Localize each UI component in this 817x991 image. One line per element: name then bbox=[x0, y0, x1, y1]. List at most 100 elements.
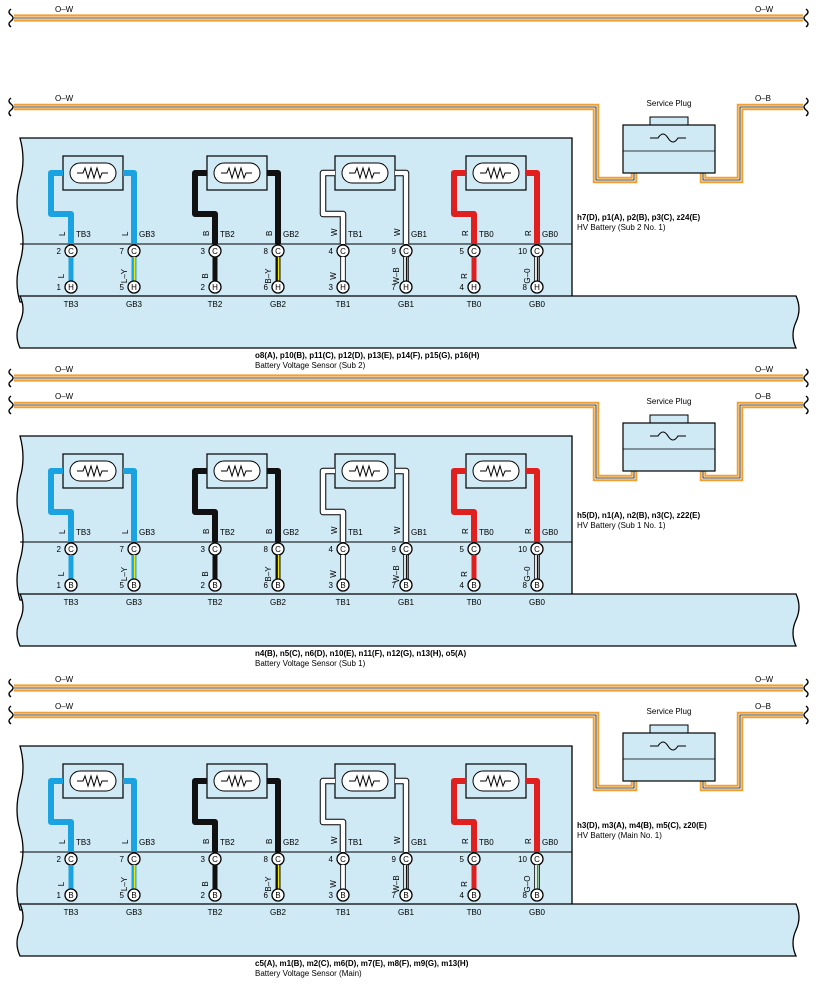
break-mark bbox=[803, 705, 809, 725]
break-mark bbox=[8, 678, 14, 698]
battery-cell-3 bbox=[334, 763, 396, 799]
sensor-terminal-label-TB1: TB1 bbox=[336, 598, 351, 607]
pin-top-GB0: C bbox=[530, 244, 544, 258]
harness-core bbox=[702, 106, 803, 181]
pin-letter: C bbox=[275, 855, 281, 864]
wire-top-label-TB3: L bbox=[58, 839, 67, 844]
battery-wire-GB2 bbox=[267, 778, 281, 852]
wire-top-label-TB1: W bbox=[330, 228, 339, 236]
wire-fill bbox=[123, 170, 137, 244]
harness-outer bbox=[699, 401, 803, 482]
resistor-icon bbox=[221, 774, 252, 788]
pin-circle bbox=[336, 888, 350, 902]
wire-top-label-GB2: B bbox=[265, 231, 274, 236]
pin-circle bbox=[336, 578, 350, 592]
pin-bottom-TB2: B bbox=[208, 888, 222, 902]
battery-cell-3 bbox=[334, 453, 396, 489]
battery-name: HV Battery (Main No. 1) bbox=[577, 831, 662, 840]
terminal-label-TB1: TB1 bbox=[348, 838, 363, 847]
resistor-icon bbox=[221, 464, 252, 478]
pin-circle bbox=[127, 578, 141, 592]
pin-top-GB1: C bbox=[399, 244, 413, 258]
pin-letter: C bbox=[212, 855, 218, 864]
harness-gap bbox=[701, 403, 803, 480]
wire-label-TB3: L bbox=[57, 571, 66, 576]
main-left-label: O–W bbox=[55, 392, 74, 401]
harness-wire-GB1 bbox=[403, 865, 409, 889]
break-mark bbox=[803, 8, 809, 28]
wire-top-label-TB1: W bbox=[330, 526, 339, 534]
pin-letter: C bbox=[131, 545, 137, 554]
pin-circle bbox=[271, 888, 285, 902]
wire-fill bbox=[48, 468, 74, 542]
sensor-terminal-label-TB2: TB2 bbox=[208, 300, 223, 309]
pin-top-number-GB2: 8 bbox=[264, 545, 269, 554]
wire-fill bbox=[123, 468, 137, 542]
wire-top-label-TB0: R bbox=[461, 528, 470, 534]
pin-circle bbox=[127, 280, 141, 294]
voltage-sensor-box bbox=[16, 593, 800, 647]
service-plug-label: Service Plug bbox=[647, 397, 692, 406]
pin-circle bbox=[467, 578, 481, 592]
pin-bottom-number-GB0: 8 bbox=[523, 283, 528, 292]
pin-letter: H bbox=[131, 283, 137, 292]
harness-wire-GB2 bbox=[275, 555, 281, 579]
terminal-label-GB3: GB3 bbox=[139, 230, 156, 239]
harness-gap bbox=[701, 713, 803, 790]
harness-wire-GB0 bbox=[534, 865, 540, 889]
resistor-icon bbox=[349, 166, 380, 180]
wire-top-label-TB2: B bbox=[202, 839, 211, 844]
pin-bottom-GB3: H bbox=[127, 280, 141, 294]
pin-circle bbox=[336, 280, 350, 294]
wire-top-label-TB1: W bbox=[330, 836, 339, 844]
terminal-label-GB1: GB1 bbox=[411, 528, 428, 537]
pin-circle bbox=[208, 578, 222, 592]
wire-top-label-TB0: R bbox=[461, 230, 470, 236]
wire-label-GB1: W–B bbox=[392, 565, 401, 582]
pin-letter: C bbox=[68, 545, 74, 554]
pin-letter: C bbox=[534, 247, 540, 256]
pin-top-TB3: C bbox=[64, 244, 78, 258]
sensor-connector-list: n4(B), n5(C), n6(D), n10(E), n11(F), n12… bbox=[255, 649, 466, 658]
pin-bottom-TB0: H bbox=[467, 280, 481, 294]
pin-bottom-number-TB0: 4 bbox=[460, 283, 465, 292]
wire-top-label-TB3: L bbox=[58, 231, 67, 236]
sensor-terminal-label-GB2: GB2 bbox=[270, 598, 287, 607]
pin-top-TB0: C bbox=[467, 852, 481, 866]
pin-letter: B bbox=[403, 891, 408, 900]
pin-top-number-GB3: 7 bbox=[120, 855, 125, 864]
terminal-label-TB0: TB0 bbox=[479, 528, 494, 537]
wire-fill bbox=[395, 468, 409, 542]
pin-circle bbox=[271, 280, 285, 294]
pin-letter: C bbox=[68, 855, 74, 864]
fuse-symbol bbox=[650, 431, 686, 441]
battery-wire-GB2 bbox=[267, 170, 281, 244]
pin-top-number-GB0: 10 bbox=[518, 855, 527, 864]
pin-top-number-TB1: 4 bbox=[329, 247, 334, 256]
pin-top-GB2: C bbox=[271, 244, 285, 258]
wire-top-label-GB3: L bbox=[121, 529, 130, 534]
battery-cell-4 bbox=[465, 763, 527, 799]
wire-label-TB0: R bbox=[460, 273, 469, 279]
sensor-connector-list: c5(A), m1(B), m2(C), m6(D), m7(E), m8(F)… bbox=[255, 959, 469, 968]
wire-fill bbox=[451, 778, 477, 852]
wire-top-label-GB2: B bbox=[265, 529, 274, 534]
terminal-label-GB1: GB1 bbox=[411, 838, 428, 847]
break-mark bbox=[8, 705, 14, 725]
service-plug-cap bbox=[649, 414, 689, 424]
panel-top-left-label: O–W bbox=[55, 365, 74, 374]
service-plug: Service Plug bbox=[622, 707, 716, 782]
wire-top-label-GB1: W bbox=[393, 228, 402, 236]
sensor-terminal-label-GB1: GB1 bbox=[398, 300, 415, 309]
wire-fill bbox=[526, 170, 540, 244]
wire-label-TB3: L bbox=[57, 273, 66, 278]
pin-bottom-number-TB2: 2 bbox=[201, 891, 206, 900]
wire-fill bbox=[526, 468, 540, 542]
battery-wire-GB3 bbox=[123, 170, 137, 244]
pin-letter: H bbox=[68, 283, 74, 292]
wire-fill bbox=[192, 778, 218, 852]
pin-top-number-GB3: 7 bbox=[120, 247, 125, 256]
harness-wire-GB1 bbox=[403, 257, 409, 281]
break-mark bbox=[8, 368, 14, 388]
battery-cell-1 bbox=[62, 763, 124, 799]
